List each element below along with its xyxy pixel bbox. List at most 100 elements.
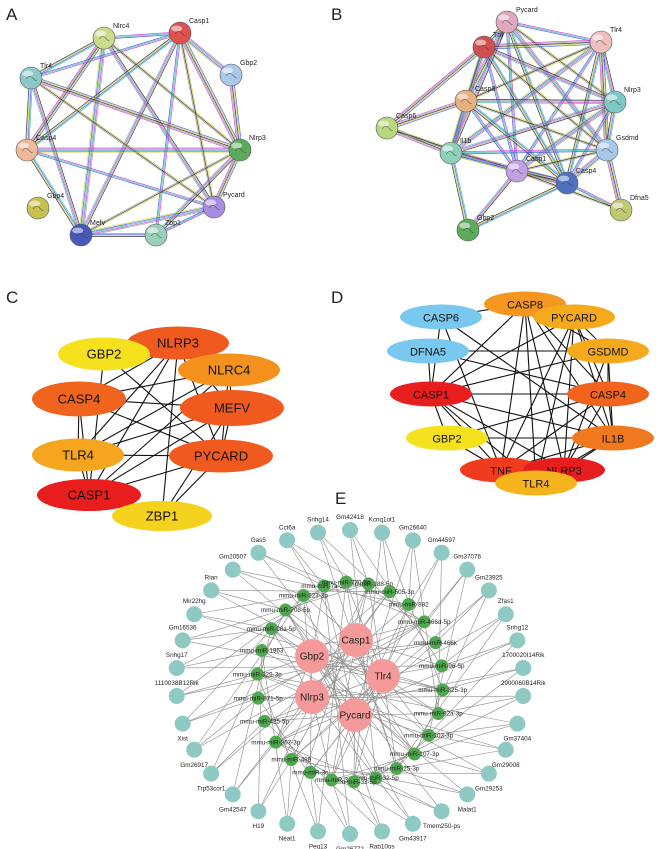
panel-e-mirna-mmu-mir-32-5p[interactable]: mmu-miR-32-5p (353, 771, 399, 785)
panel-a-node-nlrc4[interactable]: Nlrc4 (92, 23, 129, 50)
panel-e-mirna-mmu-mir-425-5p[interactable]: mmu-miR-425-5p (240, 714, 289, 728)
panel-e-mirna-mmu-mir-7a-3p[interactable]: mmu-miR-7a-3p (301, 579, 347, 593)
panel-e-mirna-mmu-mir-882[interactable]: mmu-miR-882 (389, 597, 429, 611)
panel-b-node-nlrp3[interactable]: Nlrp3 (603, 87, 641, 114)
panel-e-lncrna-zfas1[interactable]: Zfas1 (497, 598, 514, 623)
panel-e-mirna-mmu-mir-489[interactable]: mmu-miR-489 (271, 753, 312, 767)
panel-d-node-casp4[interactable]: CASP4 (567, 381, 649, 407)
panel-e-lncrna-cct6a[interactable]: Cct6a (279, 524, 296, 549)
panel-c-node-nlrc4[interactable]: NLRC4 (178, 353, 280, 387)
panel-b-node-casp1[interactable]: Casp1 (505, 156, 546, 183)
panel-e-lncrna-gm26772[interactable]: Gm26772 (336, 826, 364, 849)
panel-e-mirna-mmu-mir-107-3p[interactable]: mmu-miR-107-3p (390, 747, 439, 761)
panel-e-mirna-mmu-mir-505-3p[interactable]: mmu-miR-505-3p (365, 585, 415, 599)
panel-e-lncrna-snhg14[interactable]: Snhg14 (307, 517, 329, 541)
panel-e-hub-nlrp3[interactable]: Nlrp3 (295, 680, 329, 714)
panel-e-mirna-mmu-mir-1963[interactable]: mmu-miR-1963 (240, 643, 284, 657)
panel-e-lncrna-gm37076[interactable]: Gm37076 (453, 554, 482, 578)
panel-b-node-dfna5[interactable]: Dfna5 (609, 195, 649, 222)
panel-e-mirna-mmu-mir-92a-3p[interactable]: mmu-miR-92a-3p (414, 707, 463, 721)
panel-e-lncrna-gm44597[interactable]: Gm44597 (428, 537, 456, 561)
panel-a-node-zbp1[interactable]: Zbp1 (144, 220, 181, 247)
panel-e-lncrna-gm23925[interactable]: Gm23925 (475, 574, 503, 599)
panel-d-node-gbp2[interactable]: GBP2 (406, 425, 488, 451)
panel-a-node-mefv[interactable]: Mefv (69, 220, 106, 247)
panel-a-node-gbp2[interactable]: Gbp2 (219, 60, 257, 87)
panel-e-mirna-mmu-mir-3c[interactable]: mmu-miR-3c (292, 765, 328, 779)
panel-e-hub-gbp2[interactable]: Gbp2 (295, 639, 329, 673)
panel-b-node-il1b[interactable]: Il1b (439, 138, 471, 165)
panel-e-lncrna-xist[interactable]: Xist (174, 715, 191, 743)
panel-e-hub-pycard[interactable]: Pycard (338, 698, 372, 732)
panel-e-lncrna-gm29253[interactable]: Gm29253 (475, 765, 503, 793)
panel-c-node-mefv[interactable]: MEFV (180, 390, 284, 426)
panel-e-lncrna-gm16536[interactable]: Gm16536 (169, 624, 197, 649)
panel-e-lncrna-gm20507[interactable]: Gm20507 (219, 554, 247, 578)
panel-e-mirna-mmu-mir-33-5p[interactable]: mmu-miR-33-5p (331, 775, 377, 789)
panel-e-hub-casp1[interactable]: Casp1 (339, 623, 373, 657)
panel-e-lncrna-1700020i14rik[interactable]: 1700020I14Rik (502, 652, 545, 676)
panel-e-lncrna-mir22hg[interactable]: Mir22hg (183, 598, 206, 623)
panel-b-node-casp4[interactable]: Casp4 (555, 168, 596, 195)
panel-c-node-pycard[interactable]: PYCARD (169, 439, 273, 473)
panel-c-node-zbp1[interactable]: ZBP1 (112, 501, 212, 531)
panel-e-mirna-mmu-mir-96-5p[interactable]: mmu-miR-96-5p (419, 659, 465, 673)
panel-e-lncrna-rab10os[interactable]: Rab10os (369, 823, 395, 849)
panel-a-node-casp4[interactable]: Casp4 (15, 135, 56, 162)
panel-e-lncrna-1110038b12rik[interactable]: 1110038B12Rik (155, 680, 200, 705)
panel-c-node-nlrp3[interactable]: NLRP3 (127, 326, 229, 360)
panel-c-node-casp4[interactable]: CASP4 (32, 381, 126, 417)
panel-e-mirna-mmu-mir-466d-5p[interactable]: mmu-miR-466d-5p (398, 615, 451, 629)
panel-e-lncrna-snhg12[interactable]: Snhg12 (506, 624, 529, 649)
panel-e-lncrna-gm26640[interactable]: Gm26640 (399, 524, 427, 549)
panel-e-lncrna-gm42547[interactable]: Gm42547 (219, 786, 247, 813)
panel-e-lncrna-gm26917[interactable]: Gm26917 (180, 741, 209, 769)
panel-e-mirna-mmu-mir-28a-5p[interactable]: mmu-miR-28a-5p (247, 622, 296, 636)
panel-e-lncrna-2900060b14rik[interactable]: 2900060B14Rik (501, 680, 547, 705)
panel-b-node-casp8[interactable]: Casp8 (454, 86, 495, 113)
panel-e-lncrna-h19[interactable]: H19 (250, 803, 267, 830)
panel-d-node-casp1[interactable]: CASP1 (390, 381, 472, 407)
panel-e-lncrna-malat1[interactable]: Malat1 (458, 786, 477, 813)
panel-e-lncrna-gas5[interactable]: Gas5 (250, 537, 266, 561)
panel-d-node-casp6[interactable]: CASP6 (400, 304, 482, 330)
panel-e-lncrna-tmem250-ps[interactable]: Tmem250-ps (423, 803, 460, 830)
panel-e-lncrna-snhg17[interactable]: Snhg17 (166, 652, 188, 676)
panel-e-lncrna-gm37404[interactable]: Gm37404 (504, 715, 532, 743)
panel-d-node-pycard[interactable]: PYCARD (533, 304, 615, 330)
panel-e-mirna-mmu-mir-367-3p[interactable]: mmu-miR-367-3p (251, 735, 301, 749)
panel-e-mirna-mmu-mir-708-5p[interactable]: mmu-miR-708-5p (261, 603, 310, 617)
panel-d-node-tlr4[interactable]: TLR4 (495, 470, 577, 496)
panel-e-mirna-mmu-mir-329-3p[interactable]: mmu-miR-329-3p (233, 667, 282, 681)
panel-d-node-dfna5[interactable]: DFNA5 (387, 338, 469, 364)
panel-e-mirna-mmu-mir-466k[interactable]: mmu-miR-466k (414, 636, 458, 650)
panel-e-mirna-mmu-mir-223-3p[interactable]: mmu-miR-223-3p (279, 588, 328, 602)
panel-b-node-casp6[interactable]: Casp6 (375, 113, 416, 140)
panel-a-node-tlr4[interactable]: Tlr4 (19, 63, 52, 90)
panel-e-mirna-mmu-mir-871-5p[interactable]: mmu-miR-871-5p (234, 691, 283, 705)
panel-a-node-nlrp3[interactable]: Nlrp3 (228, 135, 266, 162)
panel-c-node-tlr4[interactable]: TLR4 (32, 438, 124, 472)
panel-e-lncrna-gm29008[interactable]: Gm29008 (492, 741, 520, 769)
panel-e-lncrna-gm42418[interactable]: Gm42418 (336, 514, 364, 538)
panel-c-node-casp1[interactable]: CASP1 (37, 479, 141, 511)
panel-e-lncrna-neat1[interactable]: Neat1 (279, 815, 296, 843)
panel-e-mirna-mmu-mir-103-3p[interactable]: mmu-miR-103-3p (404, 728, 454, 742)
panel-e-mirna-mmu-mir-25-3p[interactable]: mmu-miR-25-3p (374, 762, 420, 776)
panel-b-node-pycard[interactable]: Pycard (495, 7, 538, 34)
panel-e-lncrna-trp53cor1[interactable]: Trp53cor1 (197, 765, 226, 793)
panel-e-mirna-mmu-mir-325-3p[interactable]: mmu-miR-325-3p (418, 683, 468, 697)
panel-e-lncrna-kcnq1ot1[interactable]: Kcnq1ot1 (369, 517, 396, 541)
panel-e-hub-tlr4[interactable]: Tlr4 (366, 659, 400, 693)
panel-e-lncrna-gm43917[interactable]: Gm43917 (399, 815, 427, 843)
panel-d-node-il1b[interactable]: IL1B (572, 425, 654, 451)
panel-e-mirna-mmu-mir-770-5p[interactable]: mmu-miR-770-5p (322, 575, 371, 589)
panel-a-node-pycard[interactable]: Pycard (202, 192, 245, 219)
panel-a-node-gbp4[interactable]: Gbp4 (26, 193, 64, 220)
panel-e-mirna-mmu-mir-188-5p[interactable]: mmu-miR-188-5p (344, 577, 393, 591)
panel-a-node-casp1[interactable]: Casp1 (168, 18, 209, 45)
panel-e-lncrna-rian[interactable]: Rian (203, 574, 220, 599)
panel-b-node-gsdmd[interactable]: Gsdmd (595, 135, 639, 162)
panel-b-node-gbp2[interactable]: Gbp2 (456, 215, 494, 242)
panel-b-node-tnf[interactable]: Tnf (472, 32, 503, 59)
